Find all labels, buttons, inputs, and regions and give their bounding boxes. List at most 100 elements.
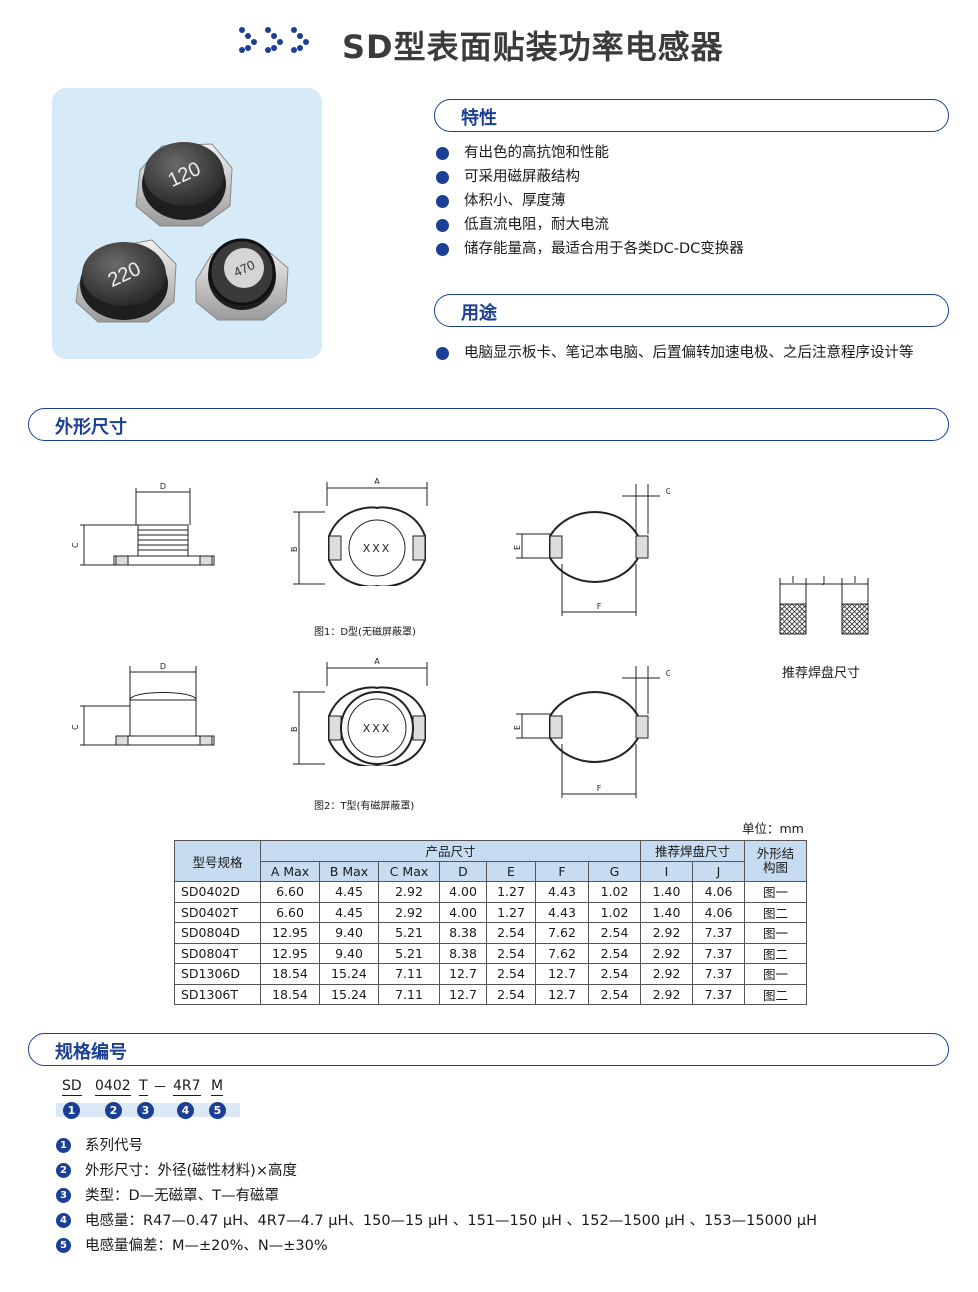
col-header: G (588, 860, 641, 882)
header-pad: 推荐焊盘尺寸 (640, 840, 745, 862)
product-photo: 120 220 470 (52, 88, 322, 359)
dim-label: E (513, 725, 522, 730)
list-item: 可采用磁屏蔽结构 (436, 166, 744, 190)
features-header: 特性 (434, 99, 949, 132)
inductor-illustration: 120 220 470 (75, 142, 289, 323)
bullet-icon (436, 219, 449, 232)
applications-heading: 用途 (461, 303, 497, 324)
number-4-icon: 4 (177, 1102, 194, 1119)
code-part-type: T (139, 1078, 148, 1096)
code-part-tolerance: M (211, 1078, 224, 1096)
bullet-icon (436, 347, 449, 360)
pad-layout: I J I (779, 575, 869, 635)
bullet-icon (436, 195, 449, 208)
number-4-icon: 4 (56, 1213, 71, 1228)
number-1-icon: 1 (56, 1138, 71, 1153)
list-item: 低直流电阻，耐大电流 (436, 214, 744, 238)
dim-label: G (666, 487, 670, 496)
number-2-icon: 2 (105, 1102, 122, 1119)
col-header: J (692, 860, 745, 882)
unit-label: 单位：mm (742, 821, 804, 836)
dim-label: G (666, 669, 670, 678)
number-5-icon: 5 (56, 1238, 71, 1253)
features-heading: 特性 (461, 108, 497, 129)
spec-code-heading: 规格编号 (55, 1042, 127, 1063)
list-item: 有出色的高抗饱和性能 (436, 142, 744, 166)
inductor-470: 470 (195, 238, 289, 321)
bottom-view-d: G E F (513, 484, 670, 616)
header-struct: 外形结构图 (744, 840, 807, 882)
number-3-icon: 3 (56, 1188, 71, 1203)
code-part-series: SD (62, 1078, 82, 1096)
list-item: 电脑显示板卡、笔记本电脑、后置偏转加速电极、之后注意程序设计等 (436, 342, 914, 366)
dim-label: C (72, 724, 80, 730)
col-header: D (439, 860, 487, 882)
top-view-d: A B XXX (290, 477, 428, 586)
col-header: A Max (260, 860, 320, 882)
dim-label: D (160, 482, 166, 491)
header-size: 产品尺寸 (260, 840, 641, 862)
bullet-icon (436, 171, 449, 184)
dim-label: F (597, 602, 602, 611)
col-header: C Max (378, 860, 440, 882)
side-view-t: D C (72, 662, 215, 746)
top-view-t: A B XXX (290, 657, 428, 766)
number-2-icon: 2 (56, 1163, 71, 1178)
code-part-inductance: 4R7 (173, 1078, 201, 1096)
page-title: SD型表面贴装功率电感器 (342, 28, 724, 66)
spec-table: 型号规格 产品尺寸 推荐焊盘尺寸 外形结构图 A Max B Max C Max… (174, 840, 807, 1005)
dim-label: C (72, 542, 80, 548)
spec-code-header: 规格编号 (28, 1033, 949, 1066)
marking-text: XXX (363, 542, 392, 555)
dim-label: A (374, 477, 380, 486)
title-arrows-icon (239, 27, 309, 53)
dimensions-header: 外形尺寸 (28, 408, 949, 441)
col-header: I (640, 860, 693, 882)
dim-label: I (854, 575, 857, 586)
list-item: 体积小、厚度薄 (436, 190, 744, 214)
inductor-220: 220 (75, 239, 177, 323)
marking-text: XXX (363, 722, 392, 735)
caption-fig1: 图1：D型(无磁屏蔽罩) (314, 627, 416, 638)
code-part-size: 0402 (95, 1078, 131, 1096)
dim-label: I (792, 575, 795, 586)
number-1-icon: 1 (63, 1102, 80, 1119)
applications-list: 电脑显示板卡、笔记本电脑、后置偏转加速电极、之后注意程序设计等 (436, 342, 914, 366)
dim-label: E (513, 545, 522, 550)
dim-label: B (290, 547, 299, 553)
code-separator: － (153, 1080, 167, 1096)
col-header: F (535, 860, 589, 882)
col-header: B Max (319, 860, 379, 882)
applications-header: 用途 (434, 294, 949, 327)
bottom-view-t: G E F (513, 666, 670, 798)
col-header: E (486, 860, 536, 882)
caption-fig2: 图2：T型(有磁屏蔽罩) (314, 801, 415, 812)
dim-label: J (822, 575, 826, 586)
list-item: 储存能量高，最适合用于各类DC-DC变换器 (436, 238, 744, 262)
number-3-icon: 3 (137, 1102, 154, 1119)
side-view-d: D C (72, 482, 215, 566)
bullet-icon (436, 243, 449, 256)
features-list: 有出色的高抗饱和性能 可采用磁屏蔽结构 体积小、厚度薄 低直流电阻，耐大电流 储… (436, 142, 744, 262)
dim-label: B (290, 727, 299, 733)
number-5-icon: 5 (209, 1102, 226, 1119)
pad-caption: 推荐焊盘尺寸 (782, 666, 861, 681)
dim-label: D (160, 662, 166, 671)
bullet-icon (436, 147, 449, 160)
dim-label: F (597, 784, 602, 793)
inductor-120: 120 (135, 142, 233, 227)
dimensions-heading: 外形尺寸 (55, 417, 127, 438)
header-model: 型号规格 (174, 840, 261, 882)
